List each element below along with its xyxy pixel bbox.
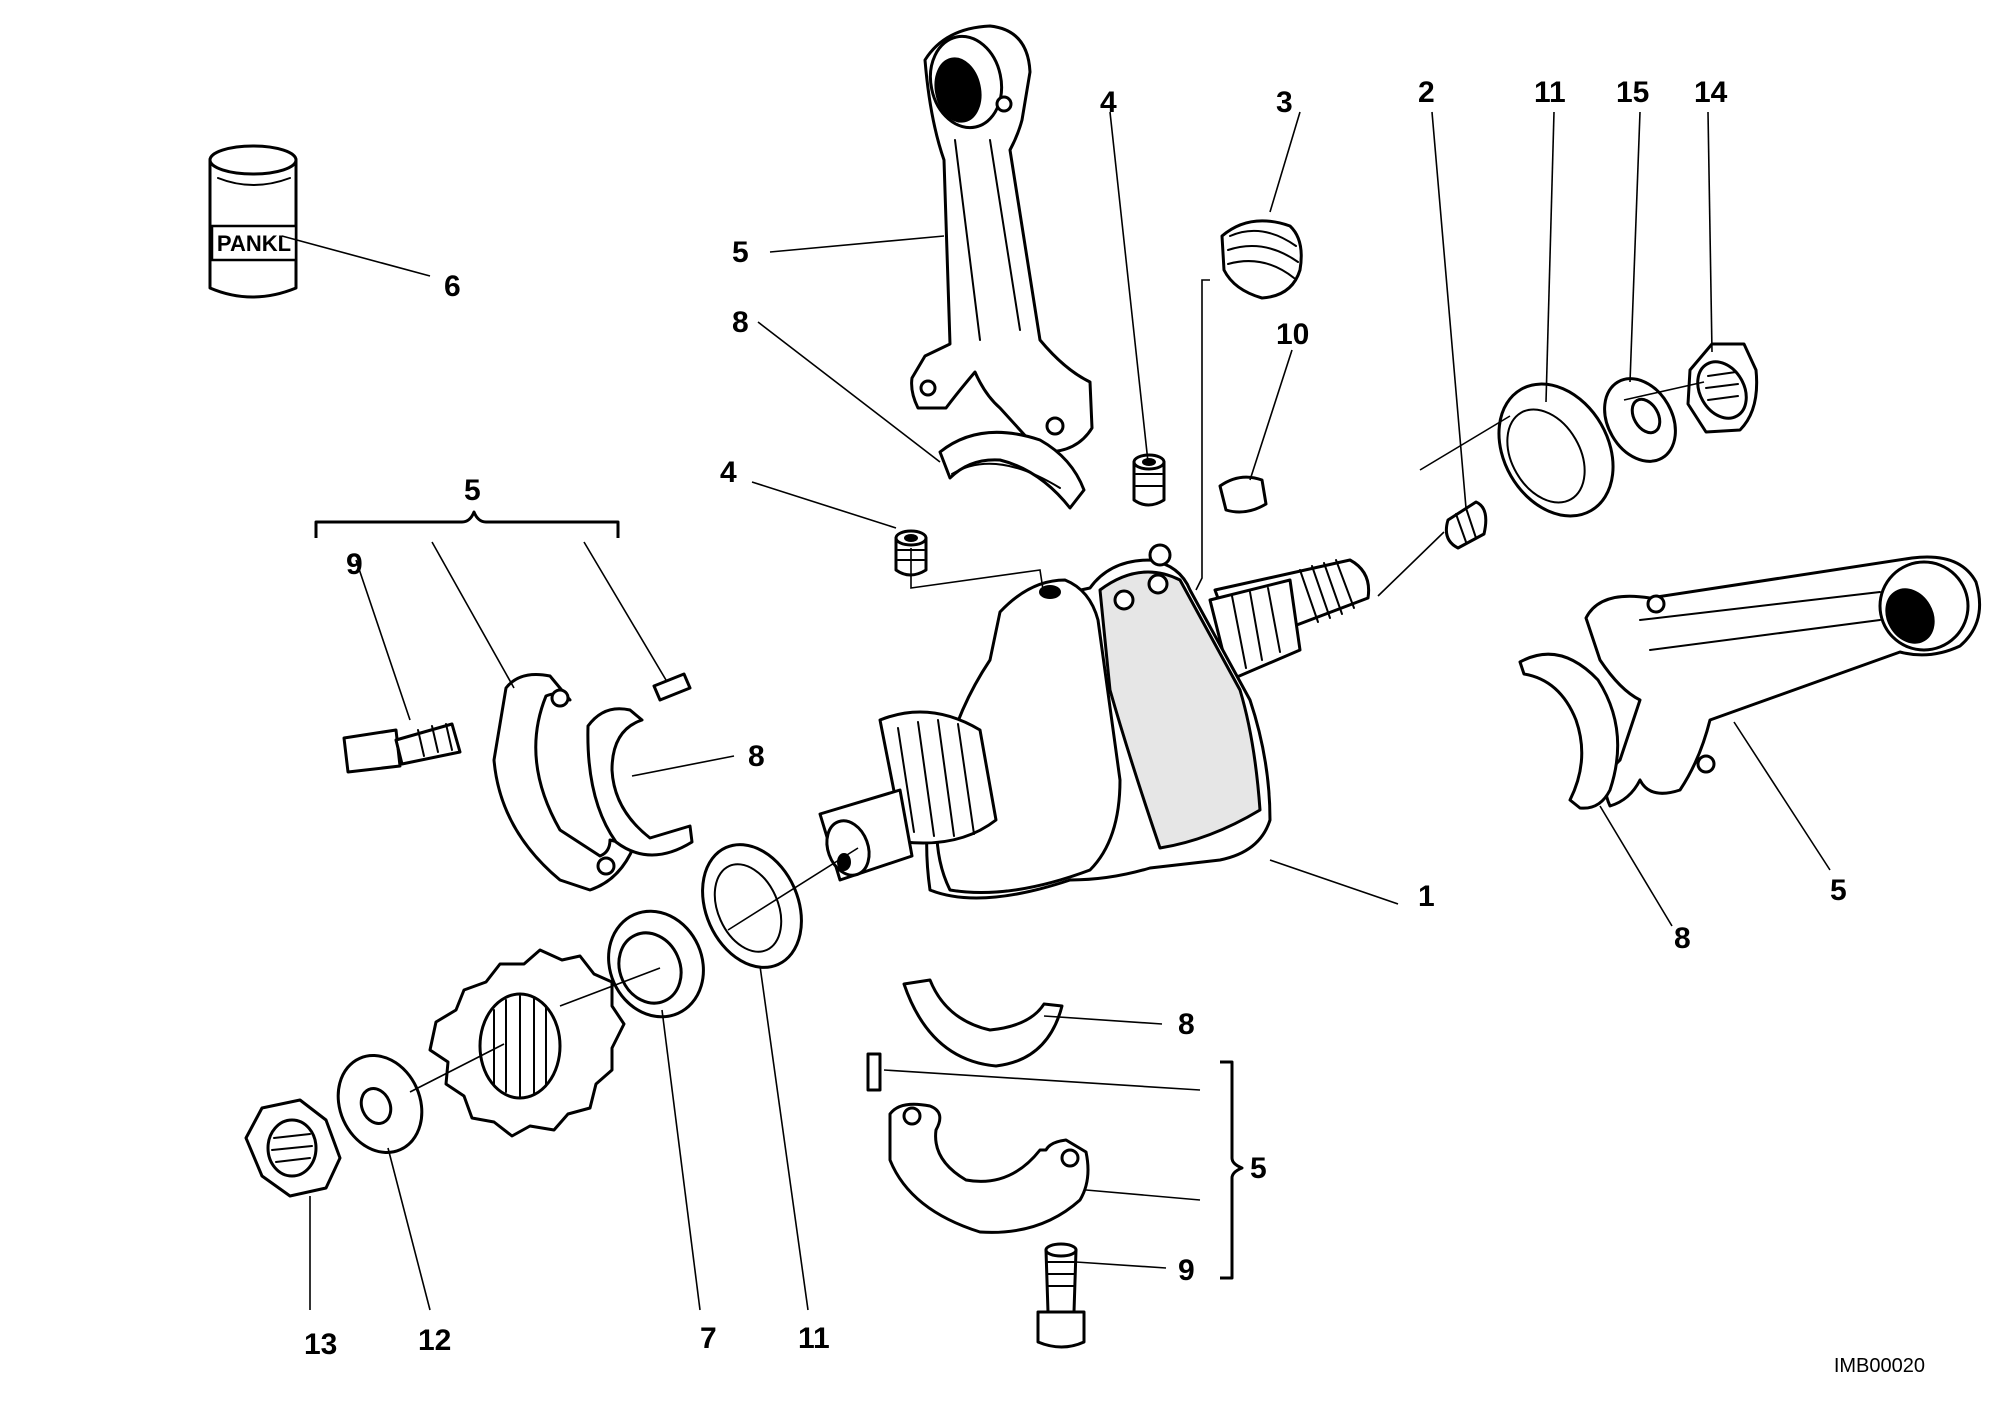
thrust-washer-left (701, 843, 803, 969)
washer-15 (1603, 377, 1677, 463)
plug-3 (1220, 219, 1303, 300)
callout-washer-15: 15 (1616, 76, 1649, 109)
bearing-shell-left (586, 707, 694, 857)
callout-key-10: 10 (1276, 318, 1309, 351)
callout-screw-left: 9 (346, 548, 363, 581)
washer-12 (336, 1054, 424, 1154)
callout-washer-12: 12 (418, 1324, 451, 1357)
pankl-label: PANKL (217, 231, 291, 256)
callout-bearing-7: 7 (700, 1322, 717, 1355)
bearing-7 (607, 909, 705, 1019)
callout-plug-4-left: 4 (720, 456, 737, 489)
callout-plug-4-upper: 4 (1100, 86, 1117, 119)
screw-9-left (342, 722, 462, 774)
callout-nut-14: 14 (1694, 76, 1728, 109)
callout-conrod-left-group: 5 (464, 474, 481, 507)
dowel-pin-bottom (866, 1052, 882, 1092)
thrust-washer-right (1497, 382, 1615, 518)
pankl-piston-pin: PANKL (208, 144, 298, 299)
bearing-shell-right (1518, 652, 1620, 810)
plug-2 (1444, 500, 1488, 550)
callout-shell-right: 8 (1674, 922, 1691, 955)
rod-cap-bottom (888, 1102, 1090, 1234)
rod-cap-left (492, 673, 636, 892)
callout-plug-3: 3 (1276, 86, 1293, 119)
dowel-pin-left (652, 672, 692, 702)
woodruff-key-10 (1218, 475, 1268, 514)
callout-conrod-right: 5 (1830, 874, 1847, 907)
callout-conrod-bottom-group: 5 (1250, 1152, 1267, 1185)
callout-conrod-top: 5 (732, 236, 749, 269)
bearing-shell-bottom (902, 978, 1064, 1068)
callout-shell-top: 8 (732, 306, 749, 339)
nut-13 (244, 1098, 342, 1198)
plug-4-upper (1132, 453, 1166, 507)
callout-nut-13: 13 (304, 1328, 337, 1361)
nut-14 (1686, 342, 1759, 434)
timing-gear (428, 948, 626, 1138)
conrod-top (910, 24, 1094, 454)
callout-shell-left: 8 (748, 740, 765, 773)
callout-washer-right: 11 (1534, 76, 1566, 109)
group-bracket-bottom (1220, 1060, 1244, 1280)
callout-pin-6: 6 (444, 270, 461, 303)
leader-lines (281, 111, 1831, 1311)
callout-screw-bottom: 9 (1178, 1254, 1195, 1287)
screw-9-bottom (1036, 1242, 1086, 1349)
group-bracket-left (314, 510, 620, 538)
callout-plug-2: 2 (1418, 76, 1435, 109)
crankshaft (818, 543, 1371, 900)
bearing-shell-top (938, 430, 1086, 510)
callout-labels: 1 2 3 4 4 5 5 5 5 6 7 8 8 8 8 9 9 10 11 … (304, 76, 1847, 1361)
callout-washer-left: 11 (798, 1322, 830, 1355)
conrod-right (1584, 555, 1982, 808)
drawing-code: IMB00020 (1834, 1355, 1925, 1377)
callout-shell-bottom: 8 (1178, 1008, 1195, 1041)
callout-crankshaft: 1 (1418, 880, 1435, 913)
